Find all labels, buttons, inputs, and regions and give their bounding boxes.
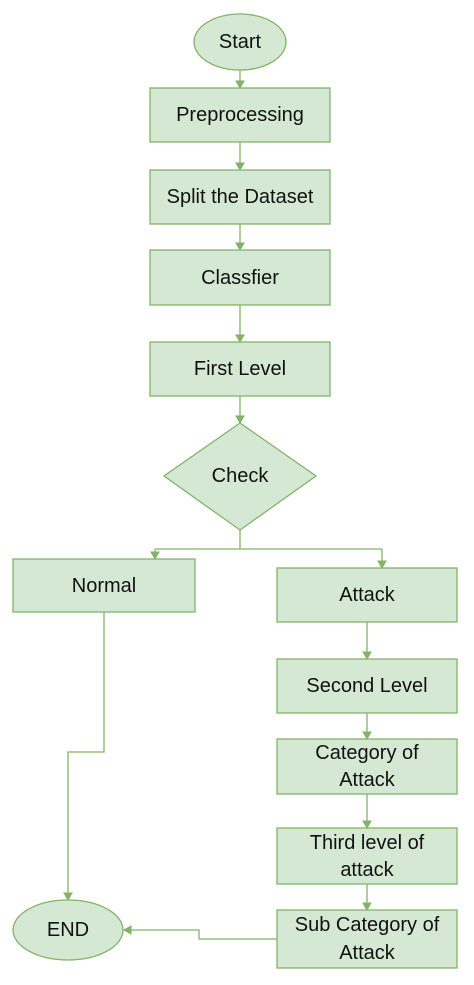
terminal-shape: [193, 13, 287, 71]
process-shape: [276, 567, 458, 623]
arrowhead: [122, 925, 132, 935]
node-label: Start: [219, 31, 262, 53]
edges: [63, 70, 387, 940]
edge-normal-end: [67, 612, 105, 894]
arrowhead: [362, 731, 372, 741]
node-label: Normal: [72, 575, 136, 597]
node-label-line-2: attack: [340, 859, 394, 881]
process-shape: [276, 738, 458, 795]
node-label: Split the Dataset: [167, 186, 314, 208]
process-shape: [276, 909, 458, 969]
arrowhead: [235, 162, 245, 172]
node-label: Check: [212, 465, 270, 487]
node-label: Second Level: [306, 675, 427, 697]
node-category-of-attack: Category of Attack: [276, 738, 458, 795]
process-shape: [149, 341, 331, 397]
process-shape: [276, 658, 458, 714]
node-sub-category: Sub Category of Attack: [276, 909, 458, 969]
process-shape: [276, 827, 458, 885]
process-shape: [149, 169, 331, 225]
arrowhead: [362, 902, 372, 912]
node-classifier: Classfier: [149, 249, 331, 306]
node-label: First Level: [194, 358, 286, 380]
decision-shape: [162, 422, 318, 531]
arrowhead: [362, 820, 372, 830]
node-end: END: [12, 899, 124, 961]
arrowhead: [362, 651, 372, 661]
arrowhead: [235, 242, 245, 252]
node-label: Attack: [339, 584, 396, 606]
arrowhead: [235, 415, 245, 425]
arrowhead: [235, 334, 245, 344]
node-attack: Attack: [276, 567, 458, 623]
node-label: Preprocessing: [176, 104, 304, 126]
node-label-line-1: Sub Category of: [295, 914, 440, 936]
node-third-level: Third level of attack: [276, 827, 458, 885]
node-split-dataset: Split the Dataset: [149, 169, 331, 225]
node-label-line-2: Attack: [339, 942, 396, 964]
node-first-level: First Level: [149, 341, 331, 397]
node-label: END: [47, 919, 89, 941]
node-normal: Normal: [12, 558, 196, 613]
node-check: Check: [162, 422, 318, 531]
node-start: Start: [193, 13, 287, 71]
node-label-line-1: Category of: [315, 742, 419, 764]
node-label-line-2: Attack: [339, 769, 396, 791]
node-label: Classfier: [201, 267, 279, 289]
node-label-line-1: Third level of: [310, 832, 425, 854]
edge-subcategory-end: [130, 929, 277, 940]
arrowhead: [377, 560, 387, 570]
arrowhead: [235, 80, 245, 90]
arrowhead: [63, 892, 73, 902]
process-shape: [149, 87, 331, 143]
node-preprocessing: Preprocessing: [149, 87, 331, 143]
arrowhead: [150, 551, 160, 561]
process-shape: [149, 249, 331, 306]
process-shape: [12, 558, 196, 613]
node-second-level: Second Level: [276, 658, 458, 714]
terminal-shape: [12, 899, 124, 961]
